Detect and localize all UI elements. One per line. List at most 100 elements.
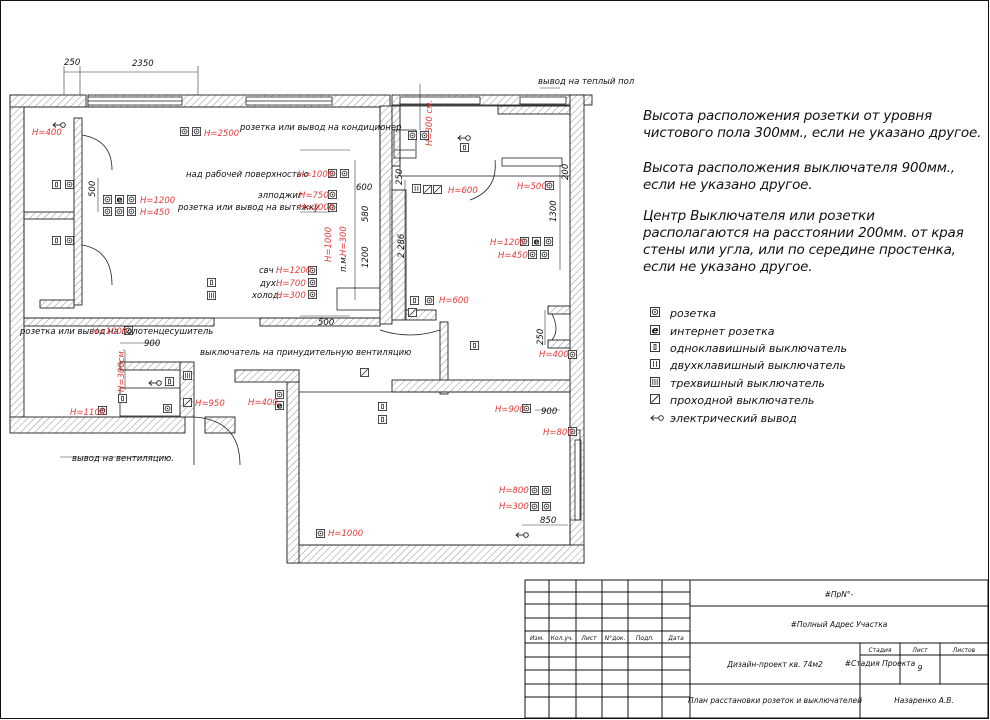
- svg-text:H=450: H=450: [498, 251, 528, 261]
- svg-text:Листов: Листов: [952, 647, 976, 654]
- socket-icon: [103, 207, 112, 216]
- svg-text:H=300см.: H=300см.: [117, 348, 127, 392]
- svg-text:вывод на вентиляцию.: вывод на вентиляцию.: [72, 454, 174, 464]
- svg-text:H=400: H=400: [539, 350, 569, 360]
- symbol-legend: розетка интернет розетка одноклавишный в…: [650, 305, 847, 427]
- socket-icon: [530, 502, 539, 511]
- svg-text:H=800: H=800: [543, 428, 573, 438]
- socket-icon: [340, 169, 349, 178]
- svg-text:H=700: H=700: [276, 279, 306, 289]
- svg-text:H=1200: H=1200: [140, 196, 175, 206]
- single-switch-icon: [52, 180, 61, 189]
- socket-icon: [127, 195, 136, 204]
- svg-text:холод.: холод.: [251, 291, 281, 301]
- svg-text:Лист: Лист: [911, 647, 928, 654]
- electric-outlet-icon: [52, 122, 66, 128]
- svg-text:Подп.: Подп.: [636, 635, 654, 642]
- svg-text:200: 200: [561, 164, 571, 180]
- svg-text:500: 500: [88, 181, 98, 197]
- pass-switch-icon: [183, 398, 192, 407]
- svg-text:H=300 см.: H=300 см.: [425, 100, 435, 146]
- socket-icon: [568, 350, 577, 359]
- svg-text:600: 600: [356, 183, 372, 193]
- title-block: [524, 579, 989, 719]
- socket-icon: [65, 236, 74, 245]
- socket-icon: [544, 237, 553, 246]
- legend-item: интернет розетка: [650, 322, 847, 339]
- svg-text:розетка или вывод на вытяжку: розетка или вывод на вытяжку: [177, 203, 320, 213]
- socket-icon: [308, 290, 317, 299]
- svg-text:H=1100: H=1100: [70, 408, 105, 418]
- socket-icon: [542, 486, 551, 495]
- svg-text:розетка или вывод на полотенце: розетка или вывод на полотенцесушитель: [19, 327, 213, 337]
- svg-text:850: 850: [540, 516, 556, 526]
- svg-text:H=300: H=300: [339, 226, 349, 256]
- single-switch-icon: [378, 415, 387, 424]
- svg-text:H=400: H=400: [248, 398, 278, 408]
- svg-text:вывод на теплый пол: вывод на теплый пол: [538, 77, 635, 87]
- pass-switch-icon: [408, 308, 417, 317]
- electric-outlet-icon: [457, 135, 471, 141]
- svg-text:#ПрN°-: #ПрN°-: [825, 590, 854, 599]
- internet-socket-icon: [532, 237, 541, 246]
- svg-text:9: 9: [918, 664, 923, 673]
- svg-text:500: 500: [318, 318, 334, 328]
- svg-text:Стадия: Стадия: [868, 647, 891, 654]
- svg-text:H=800: H=800: [499, 486, 529, 496]
- socket-icon: [408, 131, 417, 140]
- plan-dimensions-text: 250 2350 500 600 580 1200 500 900 250 2 …: [64, 58, 571, 526]
- svg-text:H=1000: H=1000: [298, 170, 333, 180]
- svg-text:H=500: H=500: [517, 182, 547, 192]
- svg-text:H=1200: H=1200: [490, 238, 525, 248]
- svg-text:Кол.уч.: Кол.уч.: [551, 635, 574, 642]
- triple-switch-icon: [650, 376, 666, 390]
- svg-text:Дизайн-проект кв. 74м2: Дизайн-проект кв. 74м2: [726, 660, 823, 669]
- svg-text:H=400: H=400: [32, 128, 62, 138]
- double-switch-icon: [650, 359, 666, 372]
- svg-text:#Стадия Проекта: #Стадия Проекта: [845, 659, 916, 668]
- socket-icon: [540, 250, 549, 259]
- svg-text:250: 250: [395, 169, 405, 185]
- svg-text:H=750: H=750: [299, 191, 329, 201]
- svg-text:580: 580: [361, 206, 371, 222]
- socket-icon: [328, 190, 337, 199]
- single-switch-icon: [410, 296, 419, 305]
- single-switch-icon: [378, 402, 387, 411]
- plan-heights: H=400 H=2500 H=1200 H=450 H=1000 H=750 H…: [32, 128, 573, 539]
- dimension-lines: [60, 66, 568, 526]
- legend-item: трехвишный выключатель: [650, 375, 847, 392]
- svg-text:H=1000: H=1000: [92, 327, 127, 337]
- socket-icon: [180, 127, 189, 136]
- pass-switch-icon: [423, 185, 432, 194]
- single-switch-icon: [650, 342, 666, 355]
- triple-switch-icon: [207, 291, 216, 300]
- socket-icon: [530, 486, 539, 495]
- electric-outlet-icon: [515, 532, 529, 538]
- svg-text:над рабочей поверхностью: над рабочей поверхностью: [186, 170, 309, 180]
- svg-text:2 286: 2 286: [397, 233, 407, 258]
- svg-text:Лист: Лист: [580, 635, 597, 642]
- svg-text:элподжиг: элподжиг: [258, 191, 303, 201]
- svg-text:250: 250: [64, 58, 80, 68]
- legend-item: одноклавишный выключатель: [650, 340, 847, 357]
- internet-socket-icon: [115, 195, 124, 204]
- svg-text:выключатель на принудительную: выключатель на принудительную вентиляцию: [200, 348, 411, 358]
- svg-text:Изм.: Изм.: [530, 635, 544, 642]
- socket-icon: [308, 278, 317, 287]
- socket-icon: [115, 207, 124, 216]
- svg-text:H=300: H=300: [499, 502, 529, 512]
- svg-text:2350: 2350: [132, 59, 154, 69]
- single-switch-icon: [470, 341, 479, 350]
- svg-text:План расстановки розеток и вык: План расстановки розеток и выключателей: [688, 696, 862, 705]
- svg-text:свч: свч: [259, 266, 274, 276]
- electric-outlet-icon: [148, 380, 162, 386]
- svg-text:дух.: дух.: [259, 279, 279, 289]
- svg-text:N°док.: N°док.: [605, 635, 626, 642]
- svg-text:Дата: Дата: [667, 635, 684, 642]
- svg-text:H=1000: H=1000: [328, 529, 363, 539]
- socket-icon: [650, 307, 666, 320]
- note-placement: Центр Выключателя или розетки располагаю…: [643, 208, 964, 275]
- svg-text:H=600: H=600: [448, 186, 478, 196]
- socket-icon: [316, 529, 325, 538]
